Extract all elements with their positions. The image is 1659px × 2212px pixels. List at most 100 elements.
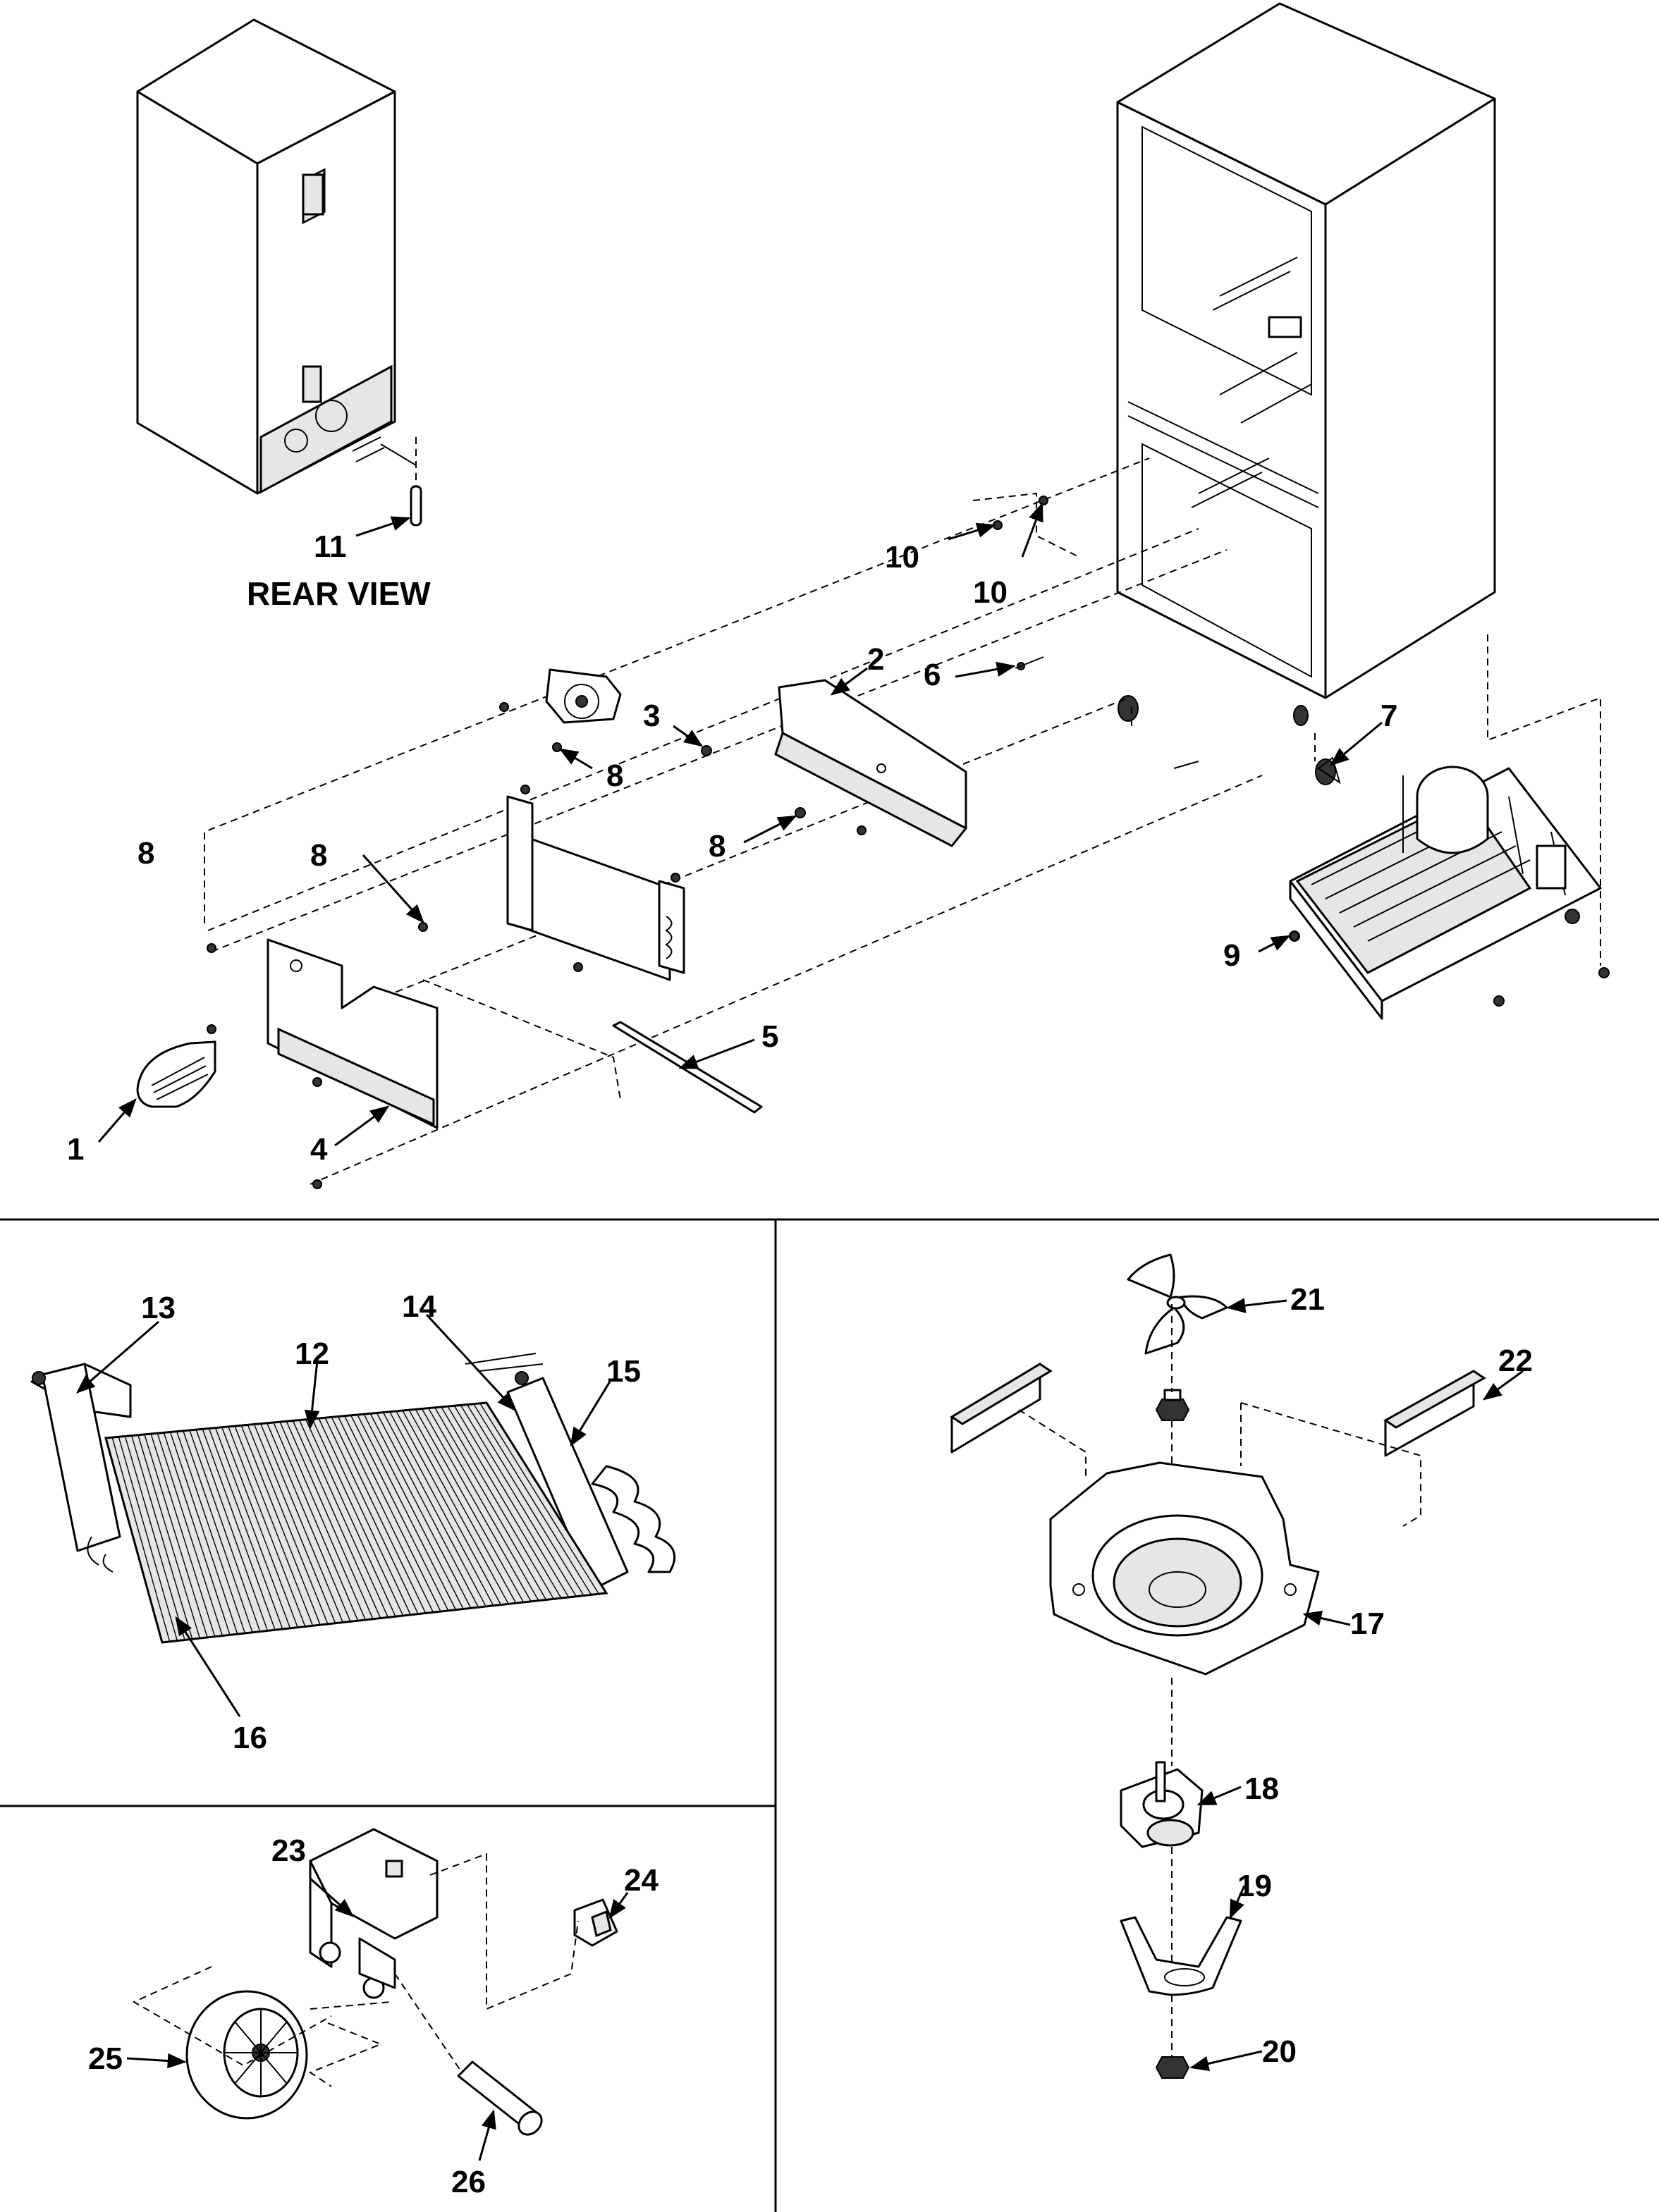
- callout-2: 2: [867, 642, 884, 677]
- part-18-fan-motor: [1120, 1761, 1204, 1848]
- callout-4: 4: [310, 1132, 328, 1167]
- evaporator-fin: [312, 1418, 404, 1616]
- evaporator-fin: [214, 1427, 291, 1629]
- callout-15: 15: [606, 1354, 641, 1389]
- evaporator-fin: [337, 1416, 434, 1613]
- rear-view-cabinet: [136, 18, 396, 495]
- evaporator-fin: [479, 1403, 599, 1595]
- evaporator-fin: [402, 1410, 509, 1604]
- evaporator-fin: [157, 1433, 224, 1636]
- part-26-axle: [457, 2060, 543, 2136]
- rear-view-caption: REAR VIEW: [247, 575, 431, 612]
- evaporator-fin: [466, 1404, 584, 1596]
- callout-13: 13: [141, 1291, 176, 1325]
- part-1-grille: [136, 1040, 216, 1108]
- callout-20: 20: [1262, 2034, 1297, 2069]
- front-cabinet: [1116, 2, 1496, 726]
- part-17-fan-shroud: [1049, 1461, 1320, 1676]
- evaporator-fin: [486, 1402, 607, 1594]
- callout-10b: 10: [973, 575, 1008, 610]
- section-dividers: [0, 1218, 1659, 2212]
- screws: [207, 496, 1299, 1189]
- callout-22: 22: [1498, 1344, 1533, 1378]
- evaporator-fin: [267, 1423, 351, 1622]
- callout-17: 17: [1350, 1606, 1385, 1641]
- evaporator-fin: [453, 1405, 570, 1598]
- evaporator-fin: [441, 1406, 554, 1599]
- evaporator-fin: [105, 1437, 163, 1643]
- evaporator-fan-motor-small: [545, 668, 622, 724]
- part-5-strip: [612, 1021, 763, 1114]
- evaporator-fin: [415, 1408, 525, 1603]
- evaporator-fin: [408, 1409, 517, 1604]
- callout-8b: 8: [137, 836, 154, 871]
- part-20-nut: [1155, 2056, 1190, 2079]
- evaporator-fin: [376, 1413, 479, 1608]
- callout-14: 14: [402, 1289, 436, 1324]
- evaporator-fin: [350, 1415, 449, 1611]
- evaporator-fin: [130, 1435, 193, 1640]
- callout-8d: 8: [709, 829, 726, 864]
- callout-8a: 8: [606, 758, 623, 793]
- evaporator-fin: [324, 1417, 419, 1614]
- evaporator-fin: [460, 1405, 577, 1597]
- callout-3: 3: [643, 699, 660, 733]
- leader-lines: [75, 502, 1524, 2161]
- callout-labels: 1 2 3 4 5 6 7 8 8 8 8 9 10 10 11 12 13 1…: [67, 529, 1533, 2199]
- evaporator-fin: [247, 1425, 329, 1625]
- evaporator-fin: [169, 1432, 238, 1635]
- part-21-fan-blade: [1127, 1253, 1228, 1355]
- roller-guide-lines: [132, 1852, 579, 2087]
- evaporator-fin: [195, 1429, 269, 1631]
- callout-21: 21: [1290, 1282, 1325, 1317]
- evaporator-fin: [118, 1437, 178, 1641]
- evaporator-fin: [202, 1429, 276, 1630]
- evaporator-fin: [305, 1419, 396, 1617]
- evaporator-fin: [208, 1428, 283, 1630]
- part-4-evaporator-cover: [267, 938, 439, 1129]
- evaporator-fin: [253, 1424, 336, 1623]
- evaporator-fin: [473, 1403, 592, 1595]
- callout-6: 6: [924, 658, 941, 692]
- evaporator-fin: [183, 1430, 253, 1633]
- callout-12: 12: [295, 1337, 329, 1371]
- callout-26: 26: [451, 2165, 486, 2199]
- callout-19: 19: [1237, 1869, 1272, 1903]
- evaporator-fin: [382, 1412, 486, 1607]
- evaporator-fin: [124, 1436, 185, 1640]
- evaporator-fin: [292, 1420, 381, 1618]
- evaporator-fin: [298, 1420, 388, 1618]
- part-23-roller-bracket: [309, 1828, 439, 1999]
- evaporator-fin: [369, 1413, 472, 1609]
- evaporator-fin: [221, 1427, 298, 1628]
- callout-18: 18: [1244, 1771, 1279, 1806]
- evaporator-fin: [447, 1406, 562, 1599]
- evaporator-fin: [228, 1426, 306, 1627]
- part-25-wheel: [185, 1990, 308, 2120]
- evaporator-bracket: [506, 785, 685, 981]
- callout-7: 7: [1381, 699, 1397, 733]
- condenser-compressor-assembly: [1289, 756, 1610, 1020]
- part-2-duct: [774, 679, 968, 847]
- callout-11: 11: [314, 529, 347, 564]
- callout-25: 25: [88, 2041, 123, 2076]
- evaporator-fin: [279, 1421, 366, 1621]
- evaporator-fin: [344, 1415, 441, 1612]
- evaporator-fin: [111, 1437, 171, 1642]
- evaporator-fin: [234, 1425, 314, 1626]
- evaporator-fin: [163, 1432, 231, 1635]
- evaporator-fin: [260, 1423, 343, 1623]
- evaporator-fin: [144, 1434, 208, 1638]
- callout-9: 9: [1223, 938, 1240, 973]
- callout-5: 5: [761, 1019, 778, 1054]
- part-22-insulation-block-left: [950, 1363, 1053, 1454]
- evaporator-fin: [240, 1425, 321, 1626]
- evaporator-fin: [389, 1411, 494, 1606]
- evaporator-fin: [428, 1408, 539, 1602]
- evaporator-coil-assembly: [30, 1353, 676, 1644]
- evaporator-fin: [357, 1414, 457, 1611]
- evaporator-fin: [363, 1413, 464, 1609]
- part-21-hub-nut: [1155, 1389, 1190, 1421]
- part-24-clip: [573, 1898, 618, 1947]
